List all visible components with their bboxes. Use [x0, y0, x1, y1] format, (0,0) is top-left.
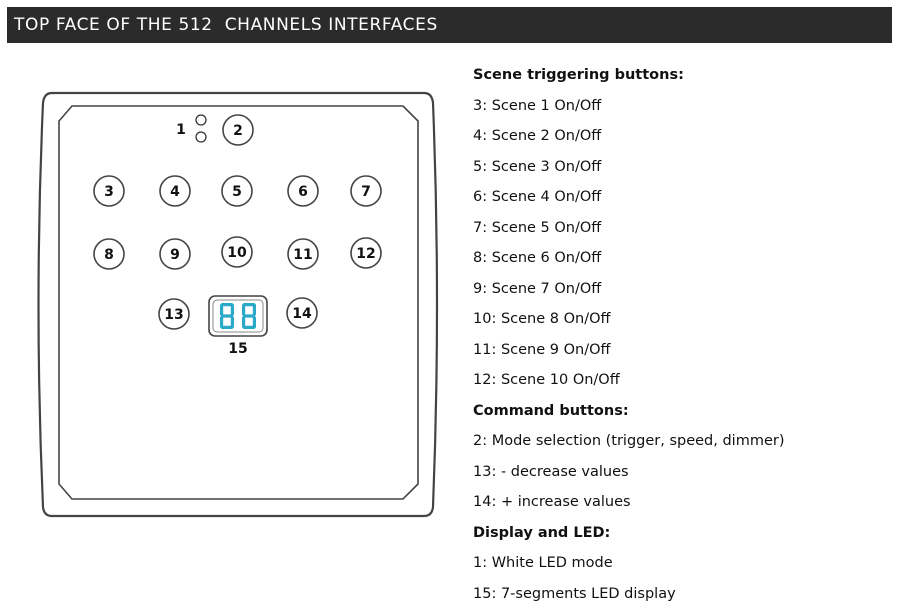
button-9[interactable]: 9	[160, 239, 190, 269]
legend-item-scene: 4: Scene 2 On/Off	[473, 124, 883, 155]
button-14[interactable]: 14	[287, 298, 317, 328]
button-4-label: 4	[170, 184, 180, 200]
segment-f	[220, 304, 223, 316]
legend-item-display: 1: White LED mode	[473, 551, 883, 582]
segment-g	[243, 314, 255, 317]
command-buttons-heading: Command buttons:	[473, 399, 883, 430]
button-7[interactable]: 7	[351, 176, 381, 206]
segment-g	[221, 314, 233, 317]
legend-item-scene: 8: Scene 6 On/Off	[473, 246, 883, 277]
segment-b	[253, 304, 256, 316]
display-led-heading: Display and LED:	[473, 521, 883, 552]
button-2-label: 2	[233, 123, 243, 139]
led-indicator-top	[196, 115, 206, 125]
button-12-label: 12	[356, 246, 375, 262]
legend-item-scene: 10: Scene 8 On/Off	[473, 307, 883, 338]
segment-e	[242, 317, 245, 329]
legend-item-scene: 9: Scene 7 On/Off	[473, 277, 883, 308]
button-4[interactable]: 4	[160, 176, 190, 206]
button-5-label: 5	[232, 184, 242, 200]
legend-item-display: 15: 7-segments LED display	[473, 582, 883, 612]
button-10[interactable]: 10	[222, 237, 252, 267]
button-6[interactable]: 6	[288, 176, 318, 206]
legend-item-scene: 11: Scene 9 On/Off	[473, 338, 883, 369]
legend-item-scene: 12: Scene 10 On/Off	[473, 368, 883, 399]
button-3-label: 3	[104, 184, 114, 200]
legend-item-command: 14: + increase values	[473, 490, 883, 521]
button-11-label: 11	[293, 247, 312, 263]
led-indicator-bottom	[196, 132, 206, 142]
button-3[interactable]: 3	[94, 176, 124, 206]
button-5[interactable]: 5	[222, 176, 252, 206]
button-9-label: 9	[170, 247, 180, 263]
legend-item-scene: 6: Scene 4 On/Off	[473, 185, 883, 216]
button-11[interactable]: 11	[288, 239, 318, 269]
segment-b	[231, 304, 234, 316]
button-13-label: 13	[164, 307, 183, 323]
seven-segment-display[interactable]	[209, 296, 267, 336]
legend-item-command: 2: Mode selection (trigger, speed, dimme…	[473, 429, 883, 460]
button-14-label: 14	[292, 306, 312, 322]
legend-list: Scene triggering buttons: 3: Scene 1 On/…	[473, 63, 883, 612]
display-frame	[209, 296, 267, 336]
legend-item-scene: 3: Scene 1 On/Off	[473, 94, 883, 125]
legend-item-scene: 5: Scene 3 On/Off	[473, 155, 883, 186]
segment-e	[220, 317, 223, 329]
display-label: 15	[228, 341, 247, 357]
button-10-label: 10	[227, 245, 247, 261]
button-2[interactable]: 2	[223, 115, 253, 145]
button-6-label: 6	[298, 184, 308, 200]
device-diagram: 1 2 3 4 5 6 7 8 9 10 11 12 13 14 15	[0, 0, 460, 610]
button-7-label: 7	[361, 184, 371, 200]
legend-item-command: 13: - decrease values	[473, 460, 883, 491]
button-13[interactable]: 13	[159, 299, 189, 329]
segment-f	[242, 304, 245, 316]
led-label: 1	[176, 122, 186, 138]
button-12[interactable]: 12	[351, 238, 381, 268]
scene-buttons-heading: Scene triggering buttons:	[473, 63, 883, 94]
legend-item-scene: 7: Scene 5 On/Off	[473, 216, 883, 247]
button-8-label: 8	[104, 247, 114, 263]
button-8[interactable]: 8	[94, 239, 124, 269]
